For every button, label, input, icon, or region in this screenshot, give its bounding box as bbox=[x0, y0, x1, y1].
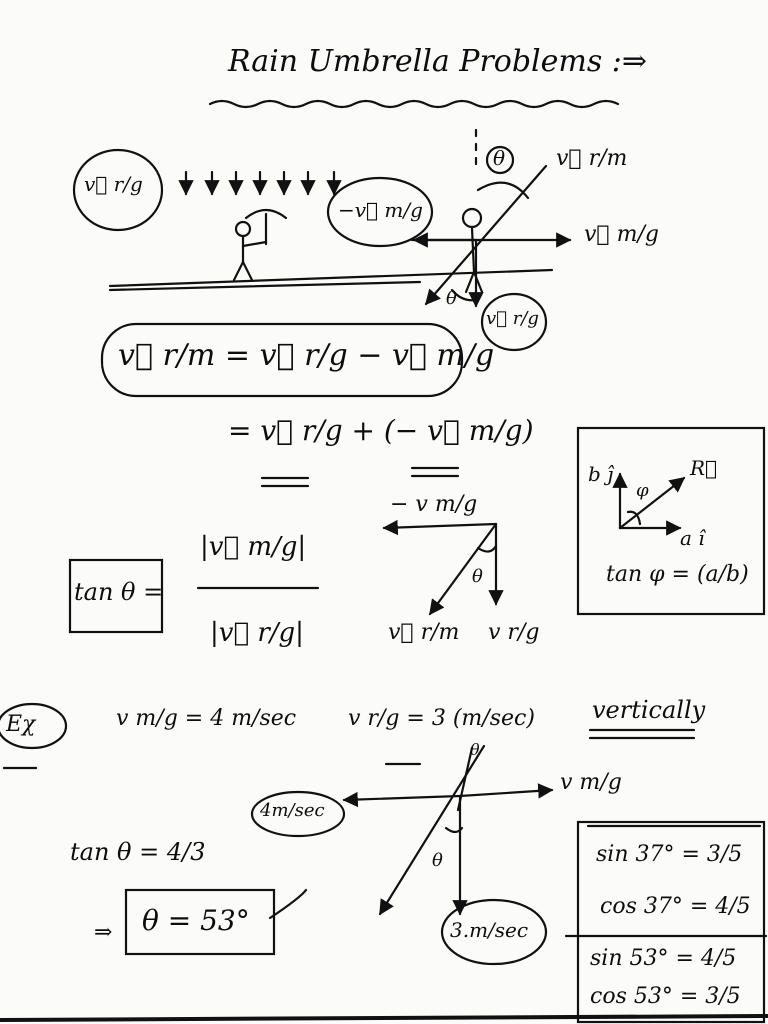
side-formula: tan φ = (a/b) bbox=[606, 562, 749, 587]
circle-3m bbox=[440, 898, 548, 966]
title-underline bbox=[208, 99, 620, 109]
example-theta-mid: θ bbox=[432, 850, 443, 871]
label-vrg-right: v⃗ r/g bbox=[486, 308, 539, 329]
trig-cos37: cos 37° = 4/5 bbox=[600, 894, 751, 919]
example-given2: v r/g = 3 (m/sec) bbox=[348, 706, 535, 731]
eq-box bbox=[100, 322, 464, 398]
triangle-angle: θ bbox=[472, 566, 483, 587]
answer-box bbox=[124, 888, 276, 956]
stick-figure-left bbox=[232, 208, 288, 282]
example-given3: vertically bbox=[592, 696, 706, 724]
implies-arrow: ⇒ bbox=[94, 920, 113, 945]
side-a-label: a î bbox=[680, 526, 705, 550]
label-vrm-top: v⃗ r/m bbox=[556, 146, 628, 171]
theta-circle bbox=[485, 145, 515, 175]
circle-vrg bbox=[72, 148, 164, 232]
circle-vrg-right bbox=[480, 292, 548, 352]
label-theta: θ bbox=[446, 288, 457, 309]
tan-box bbox=[68, 558, 164, 634]
example-tag: Eχ bbox=[6, 712, 36, 737]
tan-lhs: tan θ = bbox=[74, 578, 164, 606]
example-tan-result: tan θ = 4/3 bbox=[70, 838, 206, 866]
label-theta-circled: θ bbox=[493, 146, 506, 170]
example-answer: θ = 53° bbox=[142, 904, 250, 937]
example-given1: v m/g = 4 m/sec bbox=[116, 706, 297, 731]
triangle-top-label: − v m/g bbox=[390, 492, 478, 517]
trig-sin37: sin 37° = 3/5 bbox=[596, 842, 743, 867]
ground-line bbox=[108, 268, 554, 288]
triangle-left-label: v⃗ r/m bbox=[388, 620, 460, 645]
side-phi: φ bbox=[636, 480, 649, 501]
equation-sum: = v⃗ r/g + (− v⃗ m/g) bbox=[228, 414, 534, 447]
label-vrg: v⃗ r/g bbox=[84, 172, 143, 196]
side-b-label: b ĵ bbox=[588, 462, 614, 486]
example-theta-top: θ bbox=[470, 740, 480, 759]
tan-denominator: |v⃗ r/g| bbox=[210, 618, 304, 648]
label-vmg: v⃗ m/g bbox=[584, 222, 659, 247]
oval-neg-vmg bbox=[326, 176, 434, 248]
rain-arrows bbox=[178, 170, 342, 196]
example-right-arrow: v m/g bbox=[560, 770, 622, 795]
ex-circle bbox=[0, 702, 68, 750]
label-neg-vmg: −v⃗ m/g bbox=[338, 198, 423, 222]
circle-4m bbox=[250, 790, 346, 838]
trig-sin53: sin 53° = 4/5 bbox=[590, 946, 737, 971]
trig-box bbox=[576, 820, 766, 1024]
page-title: Rain Umbrella Problems :⇒ bbox=[228, 44, 648, 79]
example-left-arrow: 4m/sec bbox=[260, 800, 325, 821]
side-r-label: R⃗ bbox=[690, 456, 718, 480]
side-box bbox=[576, 426, 766, 616]
trig-cos53: cos 53° = 3/5 bbox=[590, 984, 741, 1009]
example-down-arrow: 3.m/sec bbox=[450, 918, 529, 942]
umbrella-tilted bbox=[476, 181, 530, 200]
tan-numerator: |v⃗ m/g| bbox=[200, 532, 307, 562]
equation-relative: v⃗ r/m = v⃗ r/g − v⃗ m/g bbox=[118, 338, 495, 373]
triangle-right-label: v r/g bbox=[488, 620, 540, 645]
